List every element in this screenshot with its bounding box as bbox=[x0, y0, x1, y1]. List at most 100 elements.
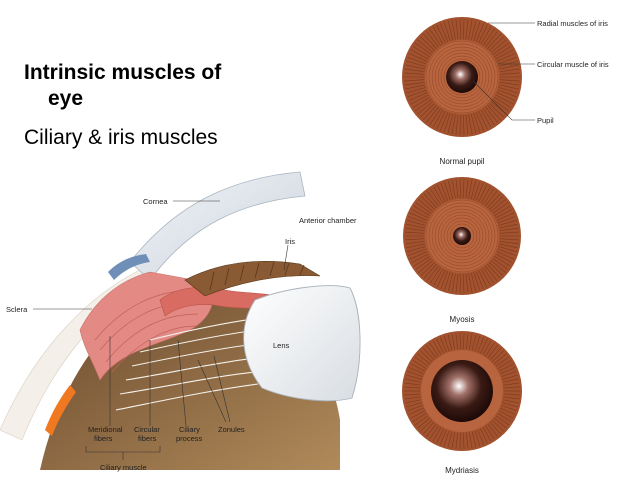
radial-fiber bbox=[499, 68, 520, 73]
radial-fiber bbox=[420, 36, 435, 51]
radial-fiber bbox=[440, 271, 449, 289]
label-sclera: Sclera bbox=[6, 305, 28, 314]
radial-fiber bbox=[432, 109, 444, 128]
radial-fiber bbox=[443, 21, 451, 41]
radial-fiber bbox=[455, 273, 459, 293]
radial-fiber bbox=[503, 378, 519, 383]
radial-fiber bbox=[406, 60, 426, 67]
radial-fiber bbox=[407, 405, 423, 412]
radial-fiber bbox=[429, 108, 441, 126]
iris-leaders bbox=[472, 22, 535, 121]
label-anterior-chamber: Anterior chamber bbox=[299, 216, 357, 225]
circular-fiber bbox=[434, 208, 490, 264]
circular-fiber bbox=[431, 205, 493, 267]
radial-fiber bbox=[447, 113, 454, 134]
radial-fiber bbox=[487, 105, 502, 121]
radial-fiber bbox=[412, 46, 430, 58]
radial-fiber bbox=[473, 181, 480, 200]
radial-fiber bbox=[406, 402, 422, 408]
radial-fiber bbox=[483, 267, 495, 284]
radial-fiber bbox=[407, 370, 423, 377]
radial-fiber bbox=[495, 49, 514, 60]
radial-fiber bbox=[439, 429, 447, 445]
label-zonules: Zonules bbox=[218, 425, 245, 434]
circular-fiber bbox=[425, 199, 499, 273]
radial-fiber bbox=[459, 432, 461, 449]
radial-fiber bbox=[492, 42, 510, 55]
circular-fiber bbox=[440, 214, 484, 258]
radial-fiber bbox=[495, 253, 513, 264]
radial-fiber bbox=[408, 407, 424, 415]
radial-fiber bbox=[482, 340, 492, 355]
radial-fiber bbox=[465, 114, 469, 135]
circular-fiber bbox=[428, 43, 496, 111]
circular-fiber bbox=[443, 58, 481, 96]
radial-fiber bbox=[503, 386, 520, 389]
radial-fiber bbox=[407, 220, 426, 226]
radial-fiber bbox=[499, 227, 519, 232]
radial-fiber bbox=[420, 350, 432, 363]
radial-fiber bbox=[496, 212, 515, 221]
radial-fiber bbox=[465, 273, 469, 293]
label-ciliary-muscle: Ciliary muscle bbox=[100, 463, 147, 472]
radial-fiber bbox=[463, 432, 465, 449]
radial-muscle-lines-mydriasis bbox=[404, 333, 520, 449]
radial-fiber bbox=[487, 423, 498, 437]
radial-fiber bbox=[463, 19, 465, 40]
radial-fiber bbox=[497, 56, 517, 65]
label-circular-muscle: Circular muscle of iris bbox=[537, 60, 609, 69]
eye-leaders bbox=[33, 200, 289, 460]
radial-fiber bbox=[405, 231, 425, 234]
radial-fiber bbox=[475, 271, 484, 289]
radial-fiber bbox=[410, 49, 429, 60]
radial-fiber bbox=[432, 340, 442, 355]
radial-fiber bbox=[465, 179, 469, 199]
radial-fiber bbox=[459, 19, 461, 40]
circular-fiber bbox=[425, 40, 499, 114]
radial-fiber bbox=[499, 243, 518, 249]
radial-fiber bbox=[468, 432, 473, 449]
radial-fiber bbox=[485, 106, 498, 123]
radial-fiber bbox=[426, 190, 439, 207]
radial-fiber bbox=[465, 19, 469, 40]
radial-fiber bbox=[471, 334, 477, 351]
radial-fiber bbox=[404, 81, 425, 86]
radial-fiber bbox=[447, 180, 454, 200]
radial-fiber bbox=[404, 396, 421, 400]
radial-fiber bbox=[490, 39, 507, 53]
radial-fiber bbox=[478, 24, 488, 43]
eye-cross-section bbox=[0, 171, 361, 470]
radial-fiber bbox=[502, 402, 518, 408]
radial-fiber bbox=[407, 56, 427, 65]
radial-fiber bbox=[409, 212, 428, 221]
zonule-fibers bbox=[115, 317, 261, 411]
radial-fiber bbox=[417, 353, 431, 365]
radial-fiber bbox=[405, 378, 421, 383]
radial-fiber bbox=[451, 19, 456, 40]
circular-fiber bbox=[431, 46, 493, 108]
radial-fiber bbox=[496, 53, 516, 62]
radial-fiber bbox=[480, 268, 491, 286]
radial-fiber bbox=[473, 113, 481, 133]
radial-fiber bbox=[468, 273, 473, 293]
radial-fiber bbox=[483, 108, 495, 126]
radial-fiber bbox=[480, 338, 488, 354]
label-circular-1: Circular bbox=[134, 425, 160, 434]
radial-fiber bbox=[493, 417, 507, 429]
radial-fiber bbox=[487, 345, 498, 359]
radial-fiber bbox=[451, 432, 456, 449]
radial-fiber bbox=[492, 258, 509, 270]
radial-fiber bbox=[447, 272, 454, 292]
radial-fiber bbox=[410, 410, 426, 419]
radial-fiber bbox=[499, 84, 519, 90]
radial-fiber bbox=[480, 186, 491, 204]
radial-fiber bbox=[489, 103, 504, 118]
radial-fiber bbox=[489, 196, 504, 210]
radial-fiber bbox=[455, 333, 458, 350]
radial-fiber bbox=[420, 262, 435, 276]
radial-fiber bbox=[466, 432, 469, 449]
radial-fiber bbox=[436, 270, 446, 288]
circular-fiber bbox=[443, 217, 481, 255]
label-ciliary-process-1: Ciliary bbox=[179, 425, 200, 434]
radial-fiber bbox=[497, 360, 512, 369]
